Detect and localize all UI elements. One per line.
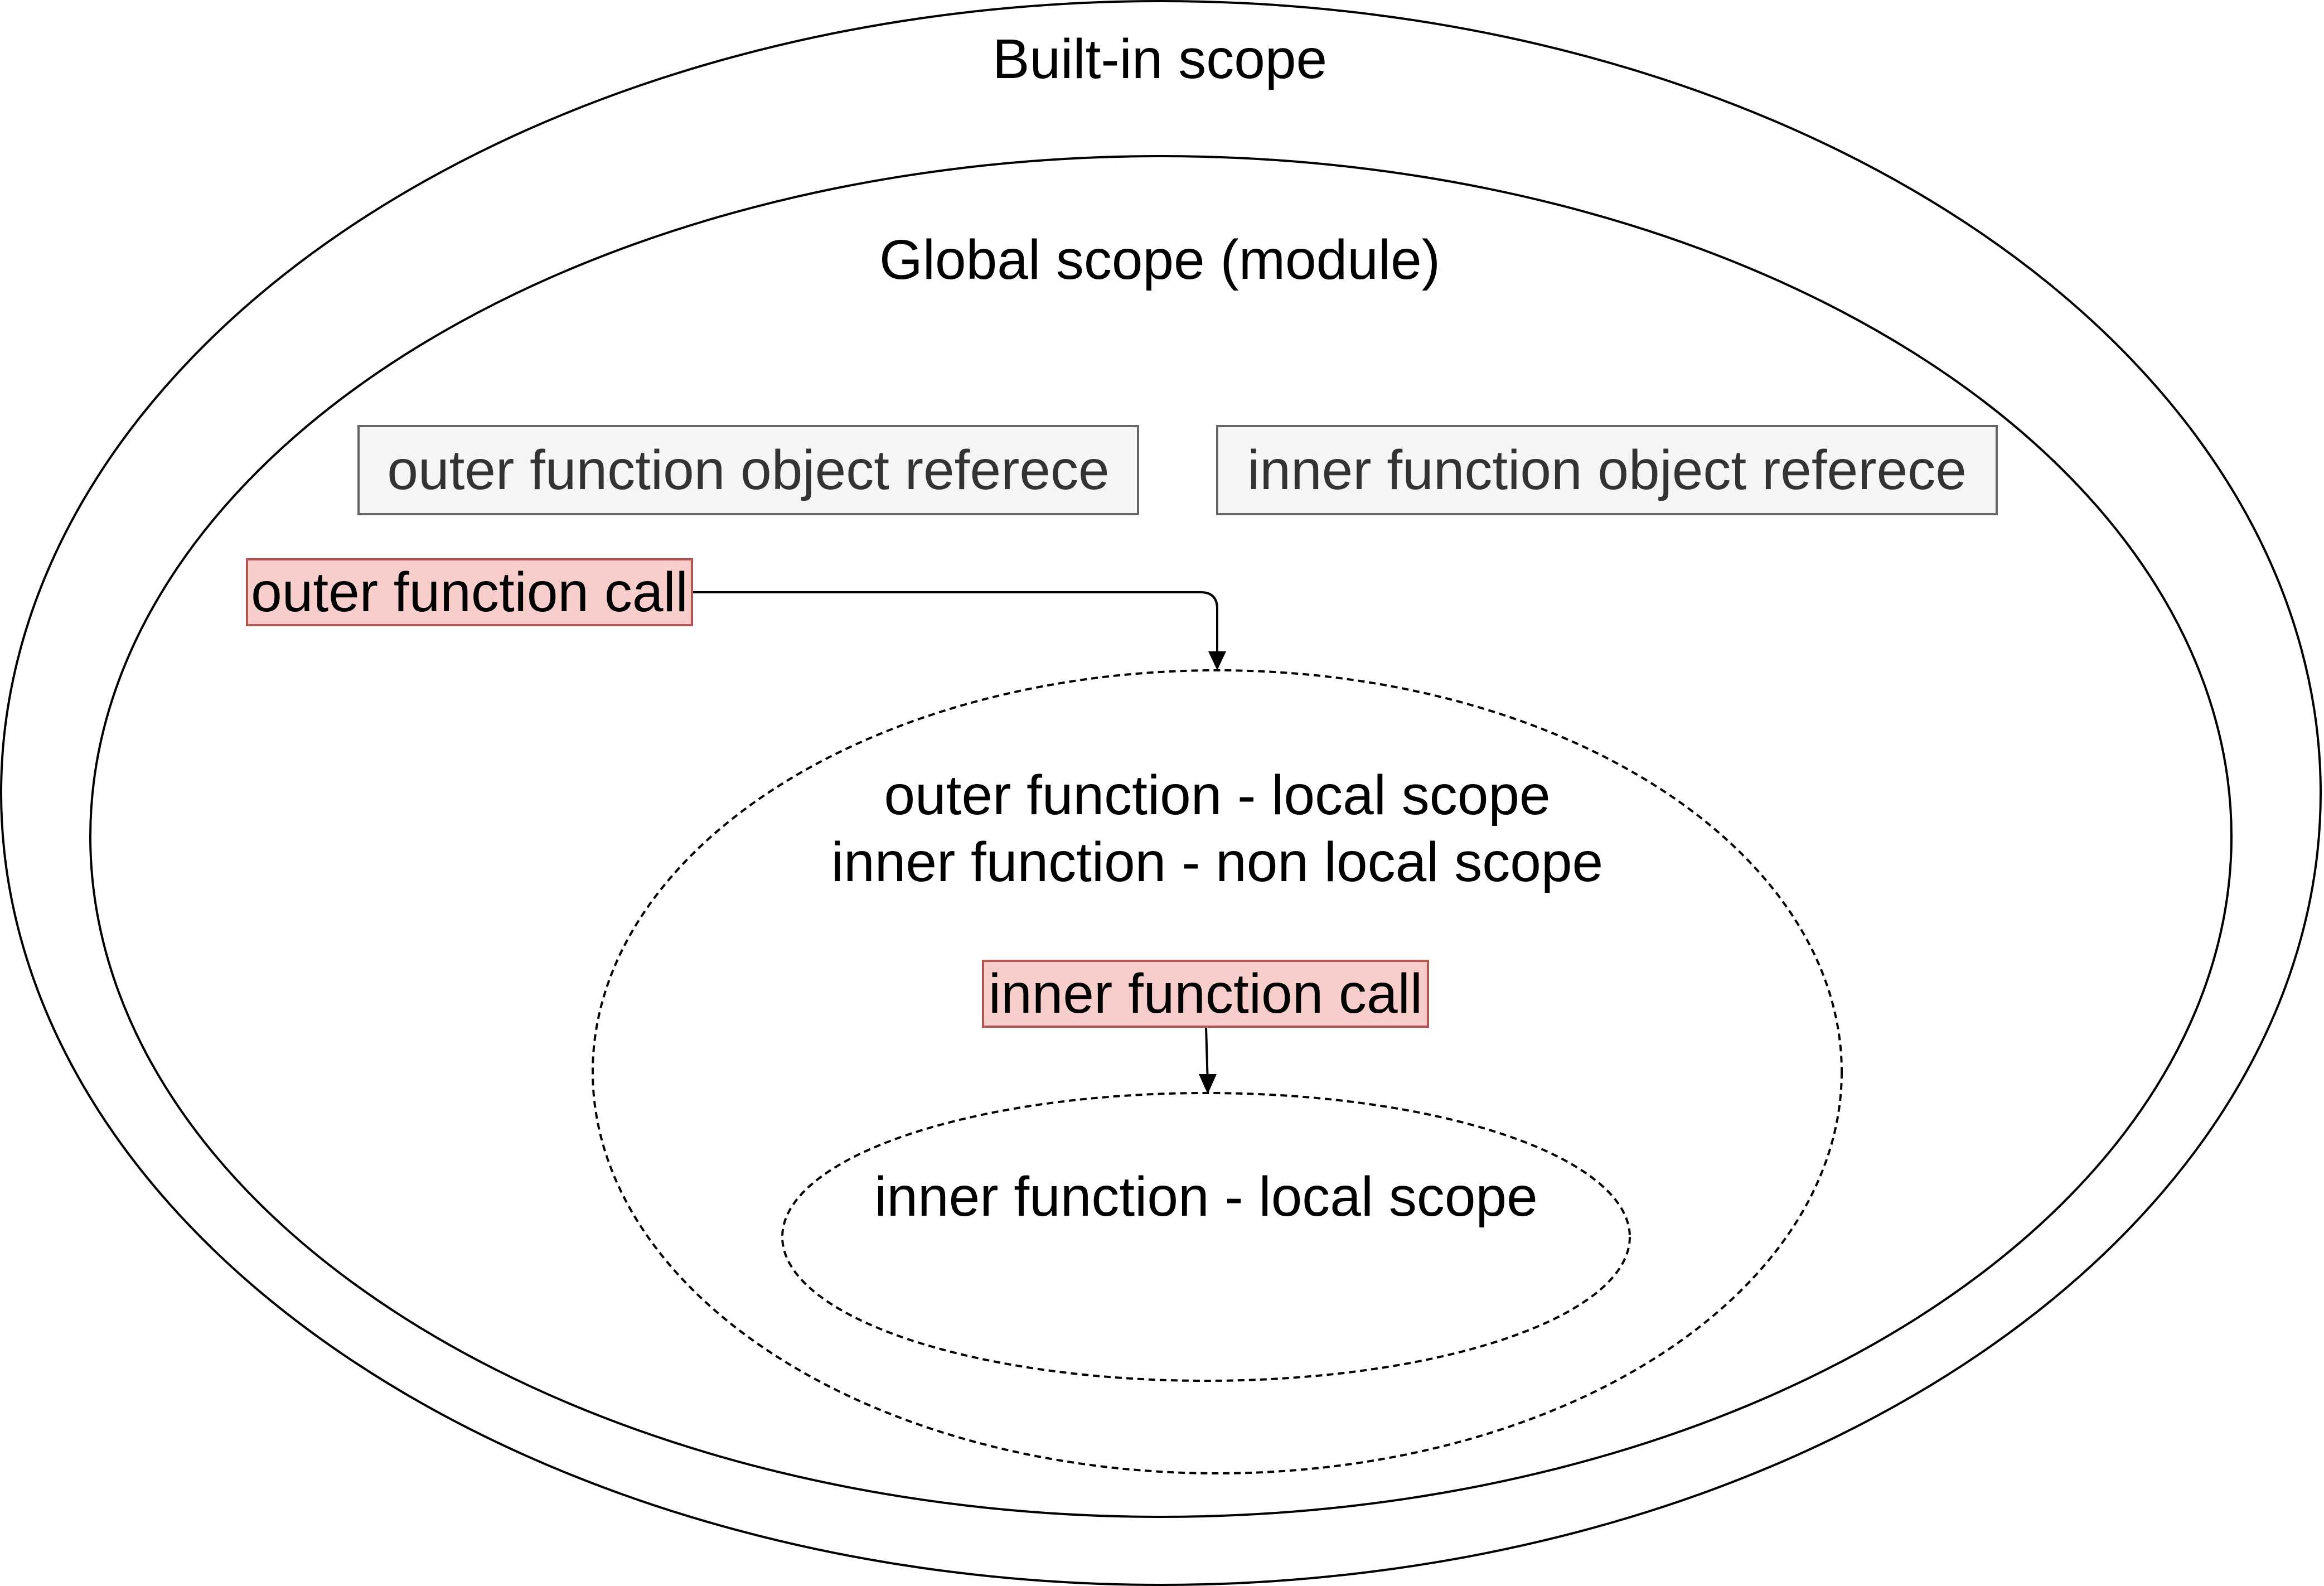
inner-nonlocal-scope-label: inner function - non local scope <box>831 831 1604 893</box>
inner-call-arrowhead <box>1199 1074 1217 1094</box>
global-scope-label: Global scope (module) <box>879 229 1441 291</box>
inner-function-reference-box: inner function object referece <box>1216 425 1998 515</box>
global-scope-ellipse <box>89 155 2233 1518</box>
inner-local-scope-label: inner function - local scope <box>874 1166 1538 1228</box>
outer-call-arrowhead <box>1208 651 1226 670</box>
outer-local-scope-label: outer function - local scope <box>884 764 1551 826</box>
outer-function-call-box: outer function call <box>246 558 693 626</box>
inner-function-call-box: inner function call <box>982 960 1429 1028</box>
outer-call-connector <box>692 591 1218 663</box>
outer-function-reference-box: outer function object referece <box>357 425 1139 515</box>
inner-local-scope-ellipse <box>781 1092 1631 1382</box>
builtin-scope-label: Built-in scope <box>992 28 1328 90</box>
